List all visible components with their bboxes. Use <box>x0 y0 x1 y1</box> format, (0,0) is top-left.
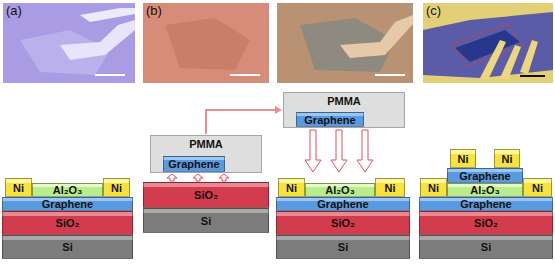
layer-label: SiO₂ <box>474 217 498 229</box>
layer-box: Al₂O₃ <box>447 183 523 197</box>
electrode <box>60 20 135 60</box>
panel-label: (a) <box>6 3 22 18</box>
layer-box: Ni <box>494 149 520 168</box>
layer-label: SiO₂ <box>331 217 355 229</box>
layer-box: Graphene <box>276 197 410 211</box>
layer-box: SiO₂ <box>276 211 410 235</box>
electrode <box>500 45 521 80</box>
layer-label: Graphene <box>304 114 355 126</box>
scale-bar <box>230 74 260 76</box>
layer-label: Graphene <box>317 198 368 210</box>
scale-bar <box>375 74 405 76</box>
layer-label: Graphene <box>168 158 219 170</box>
layer-box: Ni <box>278 178 305 197</box>
electrode <box>520 40 538 74</box>
layer-label: Ni <box>286 182 297 194</box>
layer-label: Ni <box>428 182 439 194</box>
layer-box: Ni <box>450 149 476 168</box>
layer-box: Ni <box>5 178 32 197</box>
layer-box: Si <box>276 235 410 259</box>
layer-box: Ni <box>103 178 130 197</box>
layer-box: Si <box>2 235 133 259</box>
layer-label: Ni <box>458 153 469 165</box>
layer-box: PMMA Graphene <box>283 92 405 128</box>
layer-box: SiO₂ <box>143 182 269 208</box>
layer-label: Si <box>62 241 72 253</box>
electrode <box>80 8 135 22</box>
layer-box: PMMA Graphene <box>150 135 262 173</box>
layer-label: Si <box>201 215 211 227</box>
layer-label: Ni <box>13 182 24 194</box>
layer-label: Graphene <box>459 170 510 182</box>
layer-label: SiO₂ <box>56 217 80 229</box>
layer-label: Si <box>481 241 491 253</box>
layer-label: Ni <box>111 182 122 194</box>
photo <box>3 3 135 83</box>
layer-label: Si <box>338 241 348 253</box>
layer-box: Graphene <box>163 156 225 172</box>
layer-box: Graphene <box>447 168 523 183</box>
flake <box>165 18 250 70</box>
layer-label: Al₂O₃ <box>470 184 500 196</box>
layer-label: Al₂O₃ <box>325 184 355 196</box>
scale-bar <box>95 74 125 76</box>
layer-box: Si <box>419 235 553 259</box>
layer-box: Si <box>143 208 269 233</box>
layer-label: Ni <box>532 182 543 194</box>
press-arrows <box>305 130 373 172</box>
layer-label: Graphene <box>42 198 93 210</box>
layer-box: SiO₂ <box>419 211 553 235</box>
layer-label: Al₂O₃ <box>53 184 83 196</box>
layer-label: PMMA <box>327 95 361 107</box>
panel-label: (c) <box>426 3 441 18</box>
panel-label: (b) <box>146 3 162 18</box>
layer-box: Graphene <box>2 197 133 211</box>
layer-label: Ni <box>385 182 396 194</box>
scale-bar <box>520 75 545 77</box>
layer-box: Al₂O₃ <box>32 183 103 197</box>
photo <box>423 3 553 83</box>
transfer-arrow <box>206 106 282 134</box>
layer-box: Al₂O₃ <box>305 183 375 197</box>
layer-box: Ni <box>375 178 405 197</box>
layer-label: SiO₂ <box>194 189 218 201</box>
electrode <box>340 15 413 58</box>
layer-label: PMMA <box>189 138 223 150</box>
layer-box: Graphene <box>419 197 553 211</box>
layer-box: SiO₂ <box>2 211 133 235</box>
photo <box>143 3 269 83</box>
layer-box: Ni <box>523 178 552 197</box>
lift-arrows <box>167 174 229 181</box>
photo <box>277 3 413 83</box>
layer-label: Graphene <box>460 198 511 210</box>
layer-box: Ni <box>420 178 447 197</box>
layer-box: Graphene <box>296 112 364 127</box>
layer-label: Ni <box>502 153 513 165</box>
